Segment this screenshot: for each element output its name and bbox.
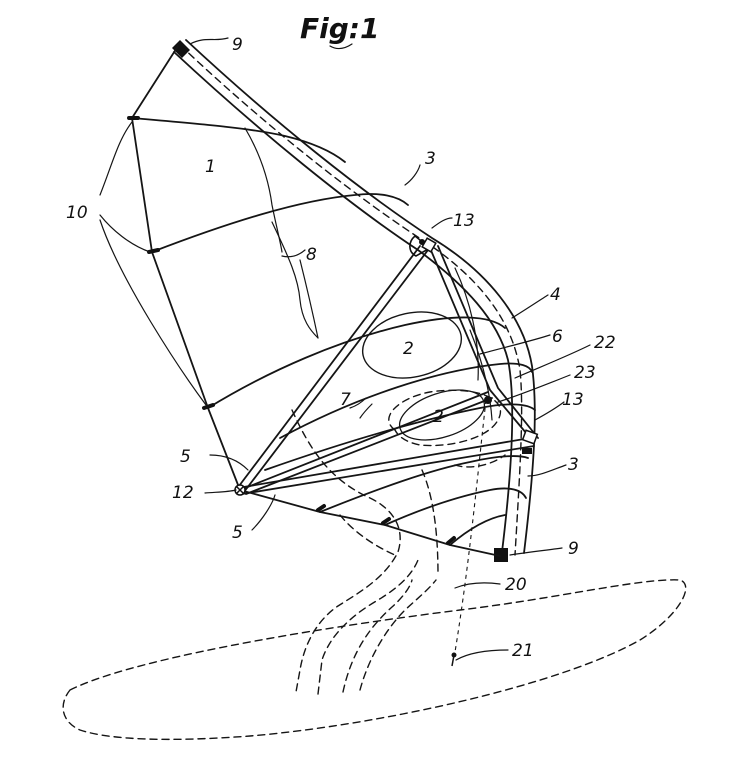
label-2-lower: 2	[433, 407, 444, 427]
label-21: 21	[512, 641, 534, 661]
figure-title: Fig:1	[300, 12, 379, 45]
batten-1	[131, 117, 346, 163]
uphaul-line	[454, 399, 487, 653]
board-outline	[62, 579, 687, 741]
label-3-upper: 3	[425, 149, 436, 169]
boom-fitting-lower	[521, 429, 539, 454]
reference-labels: 9 1 3 10 13 8 4 6 2 22 23 7 13 2 5 3 12 …	[66, 35, 616, 661]
label-5-lower: 5	[232, 523, 243, 543]
camber-line-upper	[244, 127, 283, 253]
label-23: 23	[574, 363, 596, 383]
line-7	[359, 403, 373, 419]
wishbone-upper-arm	[235, 245, 429, 493]
mast-dashed	[179, 44, 523, 556]
label-8: 8	[306, 245, 317, 265]
sail-foot	[239, 489, 501, 557]
label-10: 10	[66, 203, 88, 223]
mast-foot-stem	[451, 654, 455, 667]
label-9-top: 9	[232, 35, 243, 55]
luff-curve-b	[469, 329, 493, 421]
label-2-upper: 2	[403, 339, 414, 359]
sailor-figure	[291, 389, 506, 695]
mast-bottom-cap	[494, 548, 508, 562]
camber-zone-upper	[361, 311, 463, 379]
label-12: 12	[172, 483, 194, 503]
sail-leech	[131, 45, 241, 491]
wishbone-lower-arm	[237, 437, 535, 495]
mast-top-cap	[172, 40, 190, 58]
label-6: 6	[552, 327, 563, 347]
camber-line-lower	[271, 221, 319, 339]
wishbone-aft-upright	[429, 245, 539, 441]
luff-curve-a	[454, 267, 479, 381]
batten-6	[319, 455, 529, 513]
batten-8	[449, 514, 506, 546]
batten-3	[207, 316, 506, 409]
boom-fitting-upper	[409, 234, 437, 257]
label-3-lower: 3	[568, 455, 579, 475]
luff-sleeve-right	[185, 39, 536, 554]
batten-7	[384, 487, 527, 526]
wishbone-cross-arm	[239, 391, 493, 495]
label-9-bottom: 9	[568, 539, 579, 559]
label-5-upper: 5	[180, 447, 191, 467]
label-13-upper: 13	[453, 211, 475, 231]
luff-sleeve-left	[173, 51, 514, 553]
label-4: 4	[550, 285, 561, 305]
title-underline	[329, 43, 353, 50]
clew-fitting	[234, 484, 246, 496]
camber-zone-lower	[398, 389, 486, 441]
batten-ticks	[127, 116, 456, 545]
label-1: 1	[205, 157, 216, 177]
batten-4	[279, 362, 533, 439]
leader-lines	[99, 37, 591, 661]
label-22: 22	[594, 333, 616, 353]
label-20: 20	[505, 575, 527, 595]
batten-2	[151, 193, 409, 253]
label-7: 7	[340, 390, 351, 410]
label-13-lower: 13	[562, 390, 584, 410]
